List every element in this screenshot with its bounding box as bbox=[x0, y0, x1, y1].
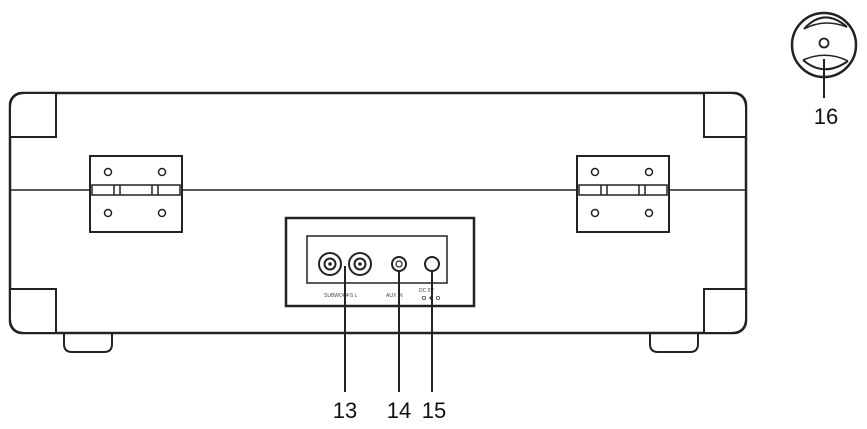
rca-label: SUBWOOFS L bbox=[324, 293, 358, 299]
dc-power-label: DC 5V bbox=[419, 288, 434, 294]
callout-16: 16 bbox=[814, 104, 838, 129]
rca-output-right bbox=[348, 252, 372, 276]
callout-14: 14 bbox=[387, 398, 411, 423]
aux-in-jack bbox=[391, 256, 407, 272]
connector-panel: SUBWOOFS L AUX IN DC 5V bbox=[284, 216, 476, 308]
corner-top-left bbox=[9, 92, 57, 138]
left-foot bbox=[63, 330, 113, 353]
dc-power-jack bbox=[424, 256, 440, 272]
corner-top-right bbox=[703, 92, 747, 138]
rca-output-left bbox=[318, 252, 342, 276]
callout-15: 15 bbox=[422, 398, 446, 423]
case-body bbox=[8, 91, 748, 335]
right-foot bbox=[649, 330, 699, 353]
callout-13: 13 bbox=[333, 398, 357, 423]
hinge-left bbox=[89, 155, 183, 233]
hinge-right bbox=[576, 155, 670, 233]
corner-bottom-right bbox=[703, 288, 747, 334]
aux-in-label: AUX IN bbox=[386, 293, 403, 299]
corner-bottom-left bbox=[9, 288, 57, 334]
